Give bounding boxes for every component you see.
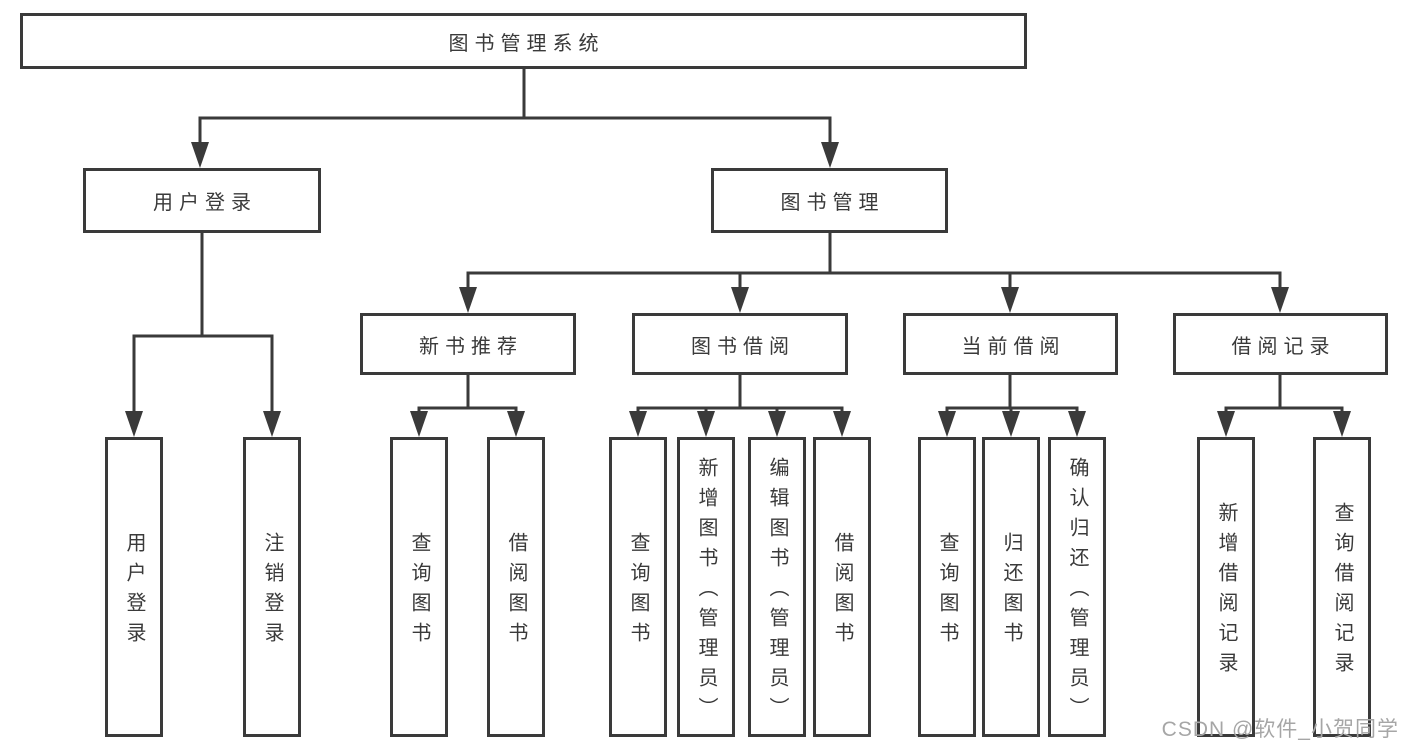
leaf-query-borrow-record: 查询借阅记录 bbox=[1313, 437, 1371, 737]
leaf-add-book-admin: 新增图书（管理员） bbox=[677, 437, 735, 737]
arrowhead bbox=[1217, 411, 1235, 437]
leaf-borrow-books-1: 借阅图书 bbox=[487, 437, 545, 737]
leaf-return-book-label: 归还图书 bbox=[1000, 532, 1022, 652]
leaf-logout-label: 注销登录 bbox=[261, 532, 283, 652]
node-borrow-records-label: 借阅记录 bbox=[1231, 335, 1336, 358]
leaf-edit-book-admin-label: 编辑图书（管理员） bbox=[766, 457, 788, 727]
arrowhead bbox=[1068, 411, 1086, 437]
arrowhead bbox=[263, 411, 281, 437]
arrowhead bbox=[938, 411, 956, 437]
leaf-query-books-3-label: 查询图书 bbox=[936, 532, 958, 652]
leaf-add-book-admin-label: 新增图书（管理员） bbox=[695, 457, 717, 727]
arrowhead bbox=[1271, 287, 1289, 313]
arrowhead bbox=[731, 287, 749, 313]
arrowhead bbox=[833, 411, 851, 437]
watermark: CSDN @软件_小贺同学 bbox=[1161, 718, 1399, 741]
connector-newbook-bar bbox=[417, 375, 518, 413]
node-new-book-recommend: 新书推荐 bbox=[360, 313, 576, 375]
node-current-borrow-label: 当前借阅 bbox=[961, 335, 1066, 358]
leaf-add-borrow-record-label: 新增借阅记录 bbox=[1215, 502, 1237, 682]
leaf-user-login: 用户登录 bbox=[105, 437, 163, 737]
node-root: 图书管理系统 bbox=[20, 13, 1027, 69]
arrowhead bbox=[768, 411, 786, 437]
leaf-query-books-1: 查询图书 bbox=[390, 437, 448, 737]
arrowhead bbox=[459, 287, 477, 313]
node-book-management-label: 图书管理 bbox=[780, 192, 885, 214]
arrowhead bbox=[697, 411, 715, 437]
arrowhead bbox=[507, 411, 525, 437]
node-new-book-recommend-label: 新书推荐 bbox=[419, 335, 523, 358]
leaf-borrow-books-2: 借阅图书 bbox=[813, 437, 871, 737]
connector-current-bar bbox=[945, 375, 1079, 413]
connector-root-bar bbox=[198, 116, 832, 144]
arrowhead bbox=[1001, 287, 1019, 313]
node-book-borrow-label: 图书借阅 bbox=[691, 335, 795, 358]
leaf-edit-book-admin: 编辑图书（管理员） bbox=[748, 437, 806, 737]
leaf-query-books-2: 查询图书 bbox=[609, 437, 667, 737]
leaf-query-books-3: 查询图书 bbox=[918, 437, 976, 737]
node-book-borrow: 图书借阅 bbox=[632, 313, 848, 375]
leaf-confirm-return-admin: 确认归还（管理员） bbox=[1048, 437, 1106, 737]
node-root-label: 图书管理系统 bbox=[448, 32, 605, 55]
leaf-confirm-return-admin-label: 确认归还（管理员） bbox=[1066, 457, 1088, 727]
leaf-add-borrow-record: 新增借阅记录 bbox=[1197, 437, 1255, 737]
node-current-borrow: 当前借阅 bbox=[903, 313, 1118, 375]
node-book-management: 图书管理 bbox=[711, 168, 948, 233]
arrowhead bbox=[821, 142, 839, 168]
leaf-query-books-2-label: 查询图书 bbox=[627, 532, 649, 652]
connector-mgmt-bar bbox=[466, 271, 1282, 289]
arrowhead bbox=[410, 411, 428, 437]
leaf-borrow-books-2-label: 借阅图书 bbox=[831, 532, 853, 652]
leaf-return-book: 归还图书 bbox=[982, 437, 1040, 737]
connector-login-bar bbox=[132, 334, 274, 413]
connector-borrow-bar bbox=[636, 375, 844, 413]
leaf-query-books-1-label: 查询图书 bbox=[408, 532, 430, 652]
leaf-query-borrow-record-label: 查询借阅记录 bbox=[1331, 502, 1353, 682]
arrowhead bbox=[125, 411, 143, 437]
node-borrow-records: 借阅记录 bbox=[1173, 313, 1388, 375]
leaf-user-login-label: 用户登录 bbox=[123, 532, 145, 652]
node-user-login-label: 用户登录 bbox=[153, 192, 257, 214]
arrowhead bbox=[1002, 411, 1020, 437]
leaf-logout: 注销登录 bbox=[243, 437, 301, 737]
connector-records-bar bbox=[1224, 375, 1344, 413]
arrowhead bbox=[629, 411, 647, 437]
leaf-borrow-books-1-label: 借阅图书 bbox=[505, 532, 527, 652]
arrowhead bbox=[1333, 411, 1351, 437]
arrowhead bbox=[191, 142, 209, 168]
node-user-login: 用户登录 bbox=[83, 168, 321, 233]
